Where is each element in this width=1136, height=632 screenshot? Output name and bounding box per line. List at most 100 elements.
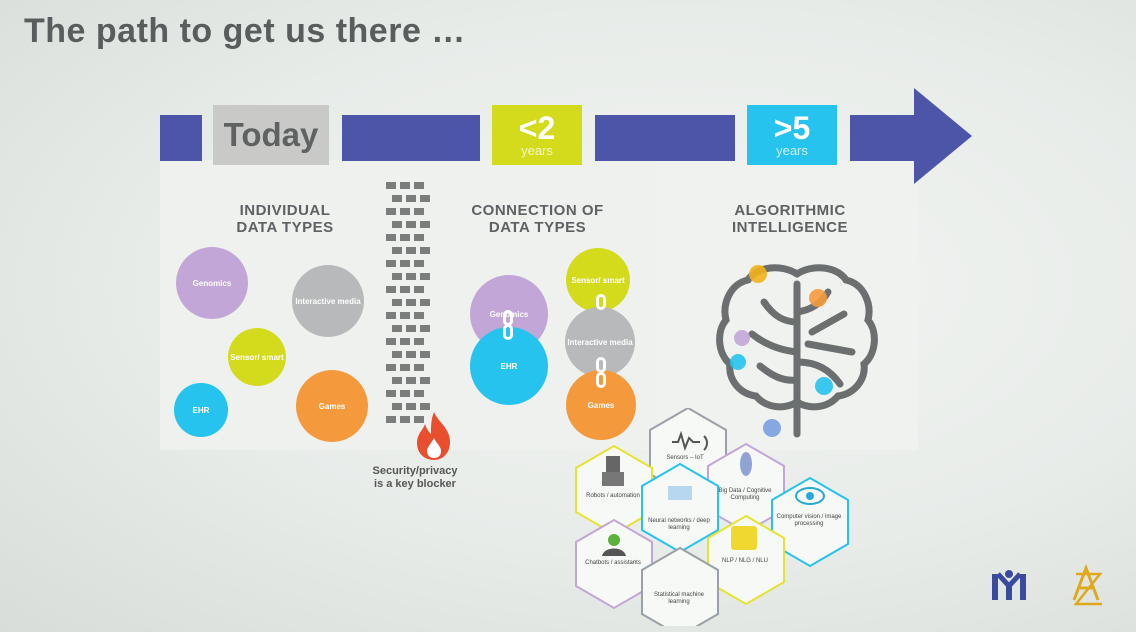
brick <box>386 182 396 189</box>
timeline-segment-4 <box>850 115 920 161</box>
stage2-unit: years <box>521 143 553 158</box>
bubble-interactive-media: Interactive media <box>292 265 364 337</box>
hex-label-chatbots: Chatbots / assistants <box>585 560 641 566</box>
brick <box>420 247 430 254</box>
brick <box>414 260 424 267</box>
hex-label-sensors: Sensors – IoT <box>666 455 704 461</box>
timeline-stage2-label: <2 years <box>492 105 582 165</box>
brick <box>414 364 424 371</box>
brick <box>420 221 430 228</box>
brick <box>392 299 402 306</box>
brick <box>386 208 396 215</box>
brick <box>386 234 396 241</box>
today-text: Today <box>223 116 319 153</box>
brick <box>386 390 396 397</box>
hex-label-nlp: NLP / NLG / NLU <box>722 558 768 564</box>
brick <box>414 234 424 241</box>
brick <box>406 273 416 280</box>
brick <box>400 208 410 215</box>
heading-line: DATA TYPES <box>236 219 334 236</box>
caption-line: Security/privacy <box>372 465 458 477</box>
brick <box>386 312 396 319</box>
caption-line: is a key blocker <box>374 478 456 490</box>
content-panel-right <box>658 160 918 450</box>
heading-line: INTELLIGENCE <box>731 219 848 236</box>
logo-az-icon <box>1072 563 1103 606</box>
brick <box>406 325 416 332</box>
brick <box>400 364 410 371</box>
hex-label-robots: Robots / automation <box>586 493 640 499</box>
timeline-arrowhead-icon <box>914 88 972 184</box>
brick <box>420 299 430 306</box>
bubble-sensor-smart: Sensor/ smart <box>228 328 286 386</box>
brick <box>400 338 410 345</box>
brick <box>420 195 430 202</box>
timeline-stage3-label: >5 years <box>747 105 837 165</box>
chain-link-icon <box>596 294 606 310</box>
chain-link-icon <box>596 372 606 388</box>
brick <box>406 377 416 384</box>
slide-title: The path to get us there … <box>24 12 466 50</box>
stage3-unit: years <box>776 143 808 158</box>
brick <box>414 312 424 319</box>
brick <box>414 208 424 215</box>
bubble-other: Games <box>296 370 368 442</box>
brick <box>392 221 402 228</box>
heading-line: DATA TYPES <box>488 219 587 236</box>
brick <box>400 234 410 241</box>
fire-icon <box>417 412 450 460</box>
brick <box>392 325 402 332</box>
brick <box>420 325 430 332</box>
stage3-value: >5 <box>773 110 811 146</box>
bubble-ehr: EHR <box>174 383 228 437</box>
brick <box>414 182 424 189</box>
brick <box>400 260 410 267</box>
timeline-segment-3 <box>595 115 735 161</box>
timeline-segment-1 <box>160 115 202 161</box>
brick <box>386 338 396 345</box>
brick <box>414 390 424 397</box>
brick <box>400 182 410 189</box>
brick <box>386 416 396 423</box>
brick <box>406 195 416 202</box>
brick <box>392 195 402 202</box>
brick <box>420 273 430 280</box>
brick <box>406 247 416 254</box>
heading-individual-data-types: INDIVIDUAL DATA TYPES <box>215 202 355 236</box>
chain-link-icon <box>596 357 606 373</box>
logo-m-icon <box>992 570 1026 600</box>
brick <box>414 338 424 345</box>
timeline-today-label: Today <box>213 105 329 165</box>
hex-label-neural: Neural networks / deep learning <box>648 518 710 531</box>
blocker-caption: Security/privacy is a key blocker <box>360 465 470 491</box>
bubble-connected-ehr: EHR <box>470 327 548 405</box>
chain-link-icon <box>503 324 513 340</box>
brick <box>386 364 396 371</box>
brick <box>400 416 410 423</box>
brick <box>392 377 402 384</box>
brick <box>386 260 396 267</box>
timeline-segment-2 <box>342 115 480 161</box>
brick <box>392 273 402 280</box>
bubble-connected-interactive-media: Interactive media <box>565 307 635 377</box>
brick <box>400 312 410 319</box>
hex-label-big-data: Big Data / Cognitive Computing <box>718 488 772 501</box>
brick <box>400 286 410 293</box>
brick <box>420 351 430 358</box>
hex-label-vision: Computer vision / image processing <box>776 514 842 527</box>
heading-connection-of-data-types: CONNECTION OF DATA TYPES <box>455 202 620 236</box>
brick <box>400 390 410 397</box>
brick <box>392 247 402 254</box>
brick <box>406 221 416 228</box>
bubble-connected-other: Games <box>566 370 636 440</box>
heading-line: ALGORITHMIC <box>734 202 846 219</box>
brick <box>420 403 430 410</box>
brain-circuit-icon <box>716 264 878 438</box>
brick <box>386 286 396 293</box>
bubble-genomics: Genomics <box>176 247 248 319</box>
brick <box>414 416 424 423</box>
brick <box>406 351 416 358</box>
heading-line: INDIVIDUAL <box>239 202 331 219</box>
stage2-value: <2 <box>518 110 556 146</box>
